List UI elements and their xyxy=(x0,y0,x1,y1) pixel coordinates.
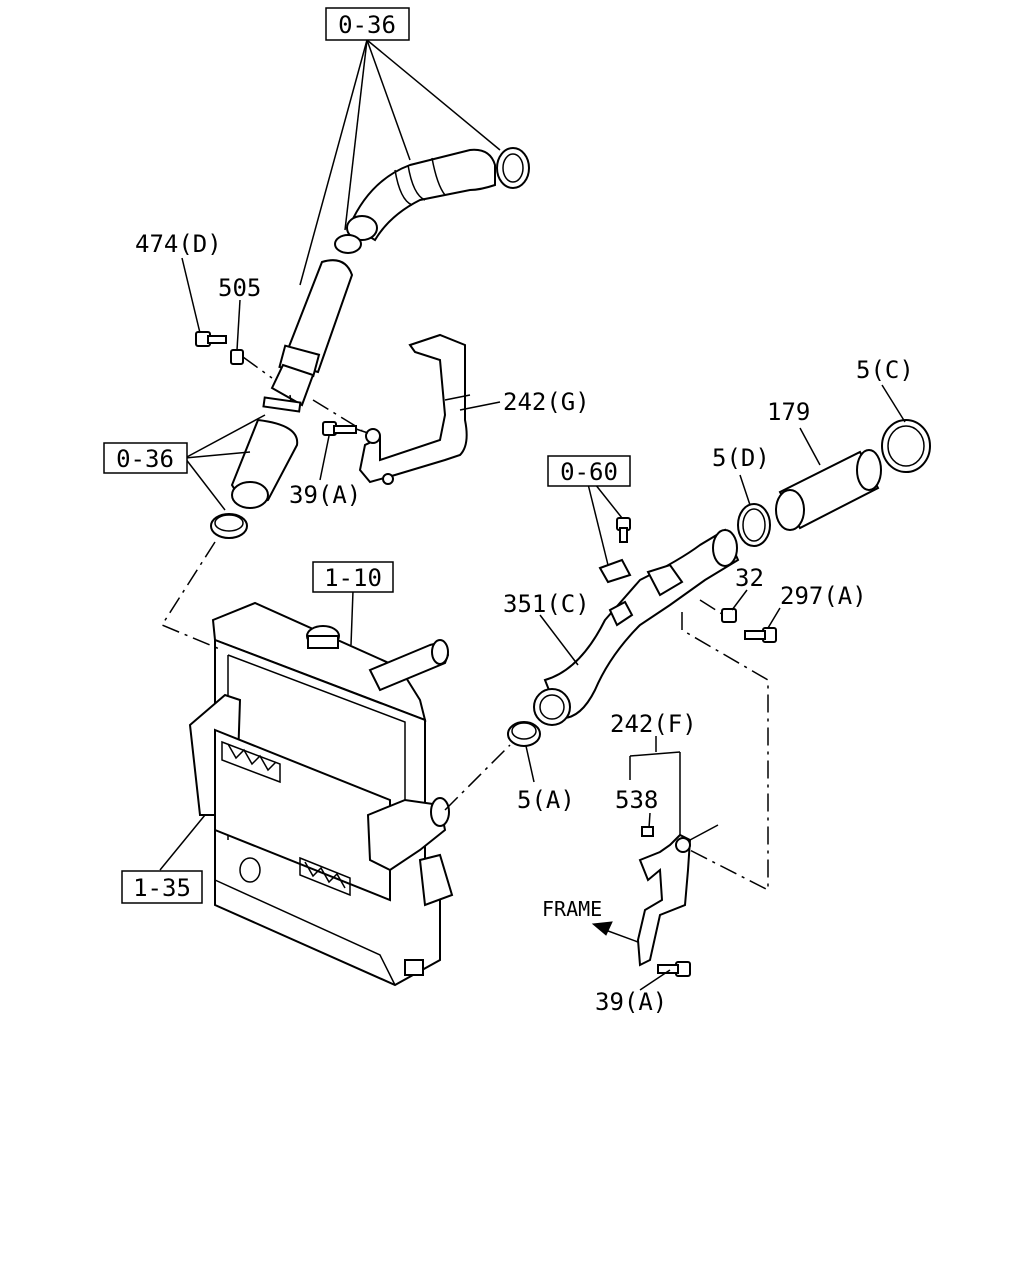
callout-110[interactable]: 1-10 xyxy=(312,561,394,593)
label-32[interactable]: 32 xyxy=(735,564,764,592)
label-474d[interactable]: 474(D) xyxy=(135,230,222,258)
leader-lines xyxy=(159,39,906,991)
callout-060-text: 0-60 xyxy=(560,458,618,486)
clamp-5d xyxy=(737,503,771,547)
callout-036-left-text: 0-36 xyxy=(116,445,174,473)
label-5d[interactable]: 5(D) xyxy=(712,444,770,472)
label-242f[interactable]: 242(F) xyxy=(610,710,697,738)
bolt-474d xyxy=(195,331,227,347)
callout-110-text: 1-10 xyxy=(324,564,382,592)
label-39a-lower[interactable]: 39(A) xyxy=(595,988,667,1016)
air-pipe-351c xyxy=(533,528,740,726)
bolt-297a xyxy=(744,627,777,643)
clamp-5a xyxy=(507,721,541,747)
clamp-5c xyxy=(881,419,931,473)
bolt-39a-lower xyxy=(657,961,691,977)
callout-036-left[interactable]: 0-36 xyxy=(103,442,188,474)
bolt-060 xyxy=(598,517,632,584)
bracket-242g xyxy=(358,333,471,485)
label-179[interactable]: 179 xyxy=(767,398,810,426)
callout-135[interactable]: 1-35 xyxy=(121,870,203,904)
label-297a[interactable]: 297(A) xyxy=(780,582,867,610)
hose-179 xyxy=(775,449,882,531)
label-39a-upper[interactable]: 39(A) xyxy=(289,481,361,509)
upper-air-hose xyxy=(262,147,530,413)
radiator-assembly xyxy=(188,601,454,987)
callout-036-top-text: 0-36 xyxy=(338,11,396,39)
label-5c[interactable]: 5(C) xyxy=(856,356,914,384)
frame-arrow xyxy=(591,921,639,943)
callout-060[interactable]: 0-60 xyxy=(547,455,631,487)
left-air-hose xyxy=(210,418,299,539)
label-538[interactable]: 538 xyxy=(615,786,658,814)
callout-135-text: 1-35 xyxy=(133,874,191,902)
label-505[interactable]: 505 xyxy=(218,274,261,302)
label-351c[interactable]: 351(C) xyxy=(503,590,590,618)
label-5a[interactable]: 5(A) xyxy=(517,786,575,814)
nut-32 xyxy=(721,608,737,623)
callout-036-top[interactable]: 0-36 xyxy=(325,7,410,41)
bracket-242f xyxy=(636,824,719,967)
label-frame: FRAME xyxy=(542,897,602,921)
washer-505 xyxy=(230,349,244,365)
label-242g[interactable]: 242(G) xyxy=(503,388,590,416)
